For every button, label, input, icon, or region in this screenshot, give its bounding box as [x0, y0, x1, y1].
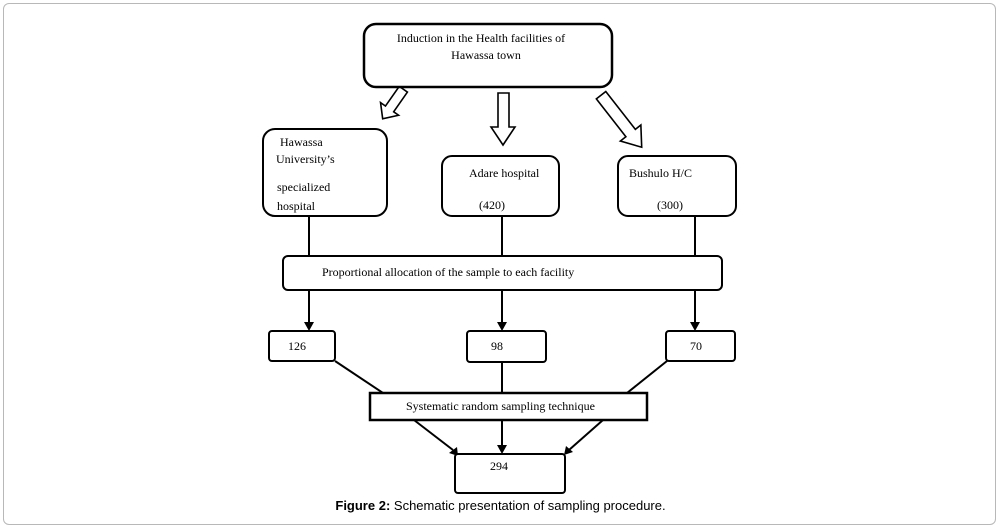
hollow-arrow-right: [595, 90, 643, 149]
node-sample-98: 98: [466, 330, 547, 363]
facility-1-line-1: Hawassa: [280, 135, 323, 149]
caption-label: Figure 2:: [335, 498, 391, 513]
facility-3-name: Bushulo H/C: [629, 166, 692, 180]
facility-3-count: (300): [657, 198, 683, 212]
figure-frame: [3, 3, 996, 525]
edge-technique-to-total-right: [568, 419, 604, 451]
arrowhead-sample3: [690, 322, 700, 331]
node-induction-line-2: Hawassa town: [451, 48, 521, 62]
arrowhead-sample1: [304, 322, 314, 331]
arrowhead-total-right: [564, 446, 573, 455]
caption-text: Schematic presentation of sampling proce…: [390, 498, 666, 513]
node-hawassa-university-hospital: Hawassa University’s specialized hospita…: [262, 128, 388, 217]
facility-1-line-2: University’s: [276, 152, 335, 166]
node-systematic-random-sampling: Systematic random sampling technique: [368, 391, 649, 422]
node-sample-70: 70: [665, 330, 736, 362]
node-bushulo-hc: Bushulo H/C (300): [617, 155, 737, 217]
edge-technique-to-total-left: [413, 419, 454, 451]
node-induction: Induction in the Health facilities of Ha…: [362, 22, 614, 89]
edge-sample1-to-technique: [334, 360, 384, 394]
allocation-label: Proportional allocation of the sample to…: [322, 265, 574, 279]
sample-2-value: 98: [491, 339, 503, 353]
node-total-294: 294: [454, 453, 566, 494]
connectors: [304, 216, 700, 456]
facility-1-line-4: hospital: [277, 199, 316, 213]
total-value: 294: [490, 459, 508, 473]
node-induction-line-1: Induction in the Health facilities of: [397, 31, 565, 45]
sample-1-value: 126: [288, 339, 306, 353]
hollow-arrow-center: [489, 92, 517, 147]
figure-caption: Figure 2: Schematic presentation of samp…: [0, 498, 1001, 513]
node-proportional-allocation: Proportional allocation of the sample to…: [282, 255, 723, 291]
node-adare-hospital: Adare hospital (420): [441, 155, 560, 217]
arrowhead-sample2: [497, 322, 507, 331]
node-sample-126: 126: [268, 330, 336, 362]
facility-2-name: Adare hospital: [469, 166, 540, 180]
technique-label: Systematic random sampling technique: [406, 399, 595, 413]
edge-sample3-to-technique: [626, 360, 668, 394]
sample-3-value: 70: [690, 339, 702, 353]
hollow-arrow-left: [379, 85, 409, 120]
arrowhead-total-center: [497, 445, 507, 454]
facility-1-line-3: specialized: [277, 180, 330, 194]
facility-2-count: (420): [479, 198, 505, 212]
